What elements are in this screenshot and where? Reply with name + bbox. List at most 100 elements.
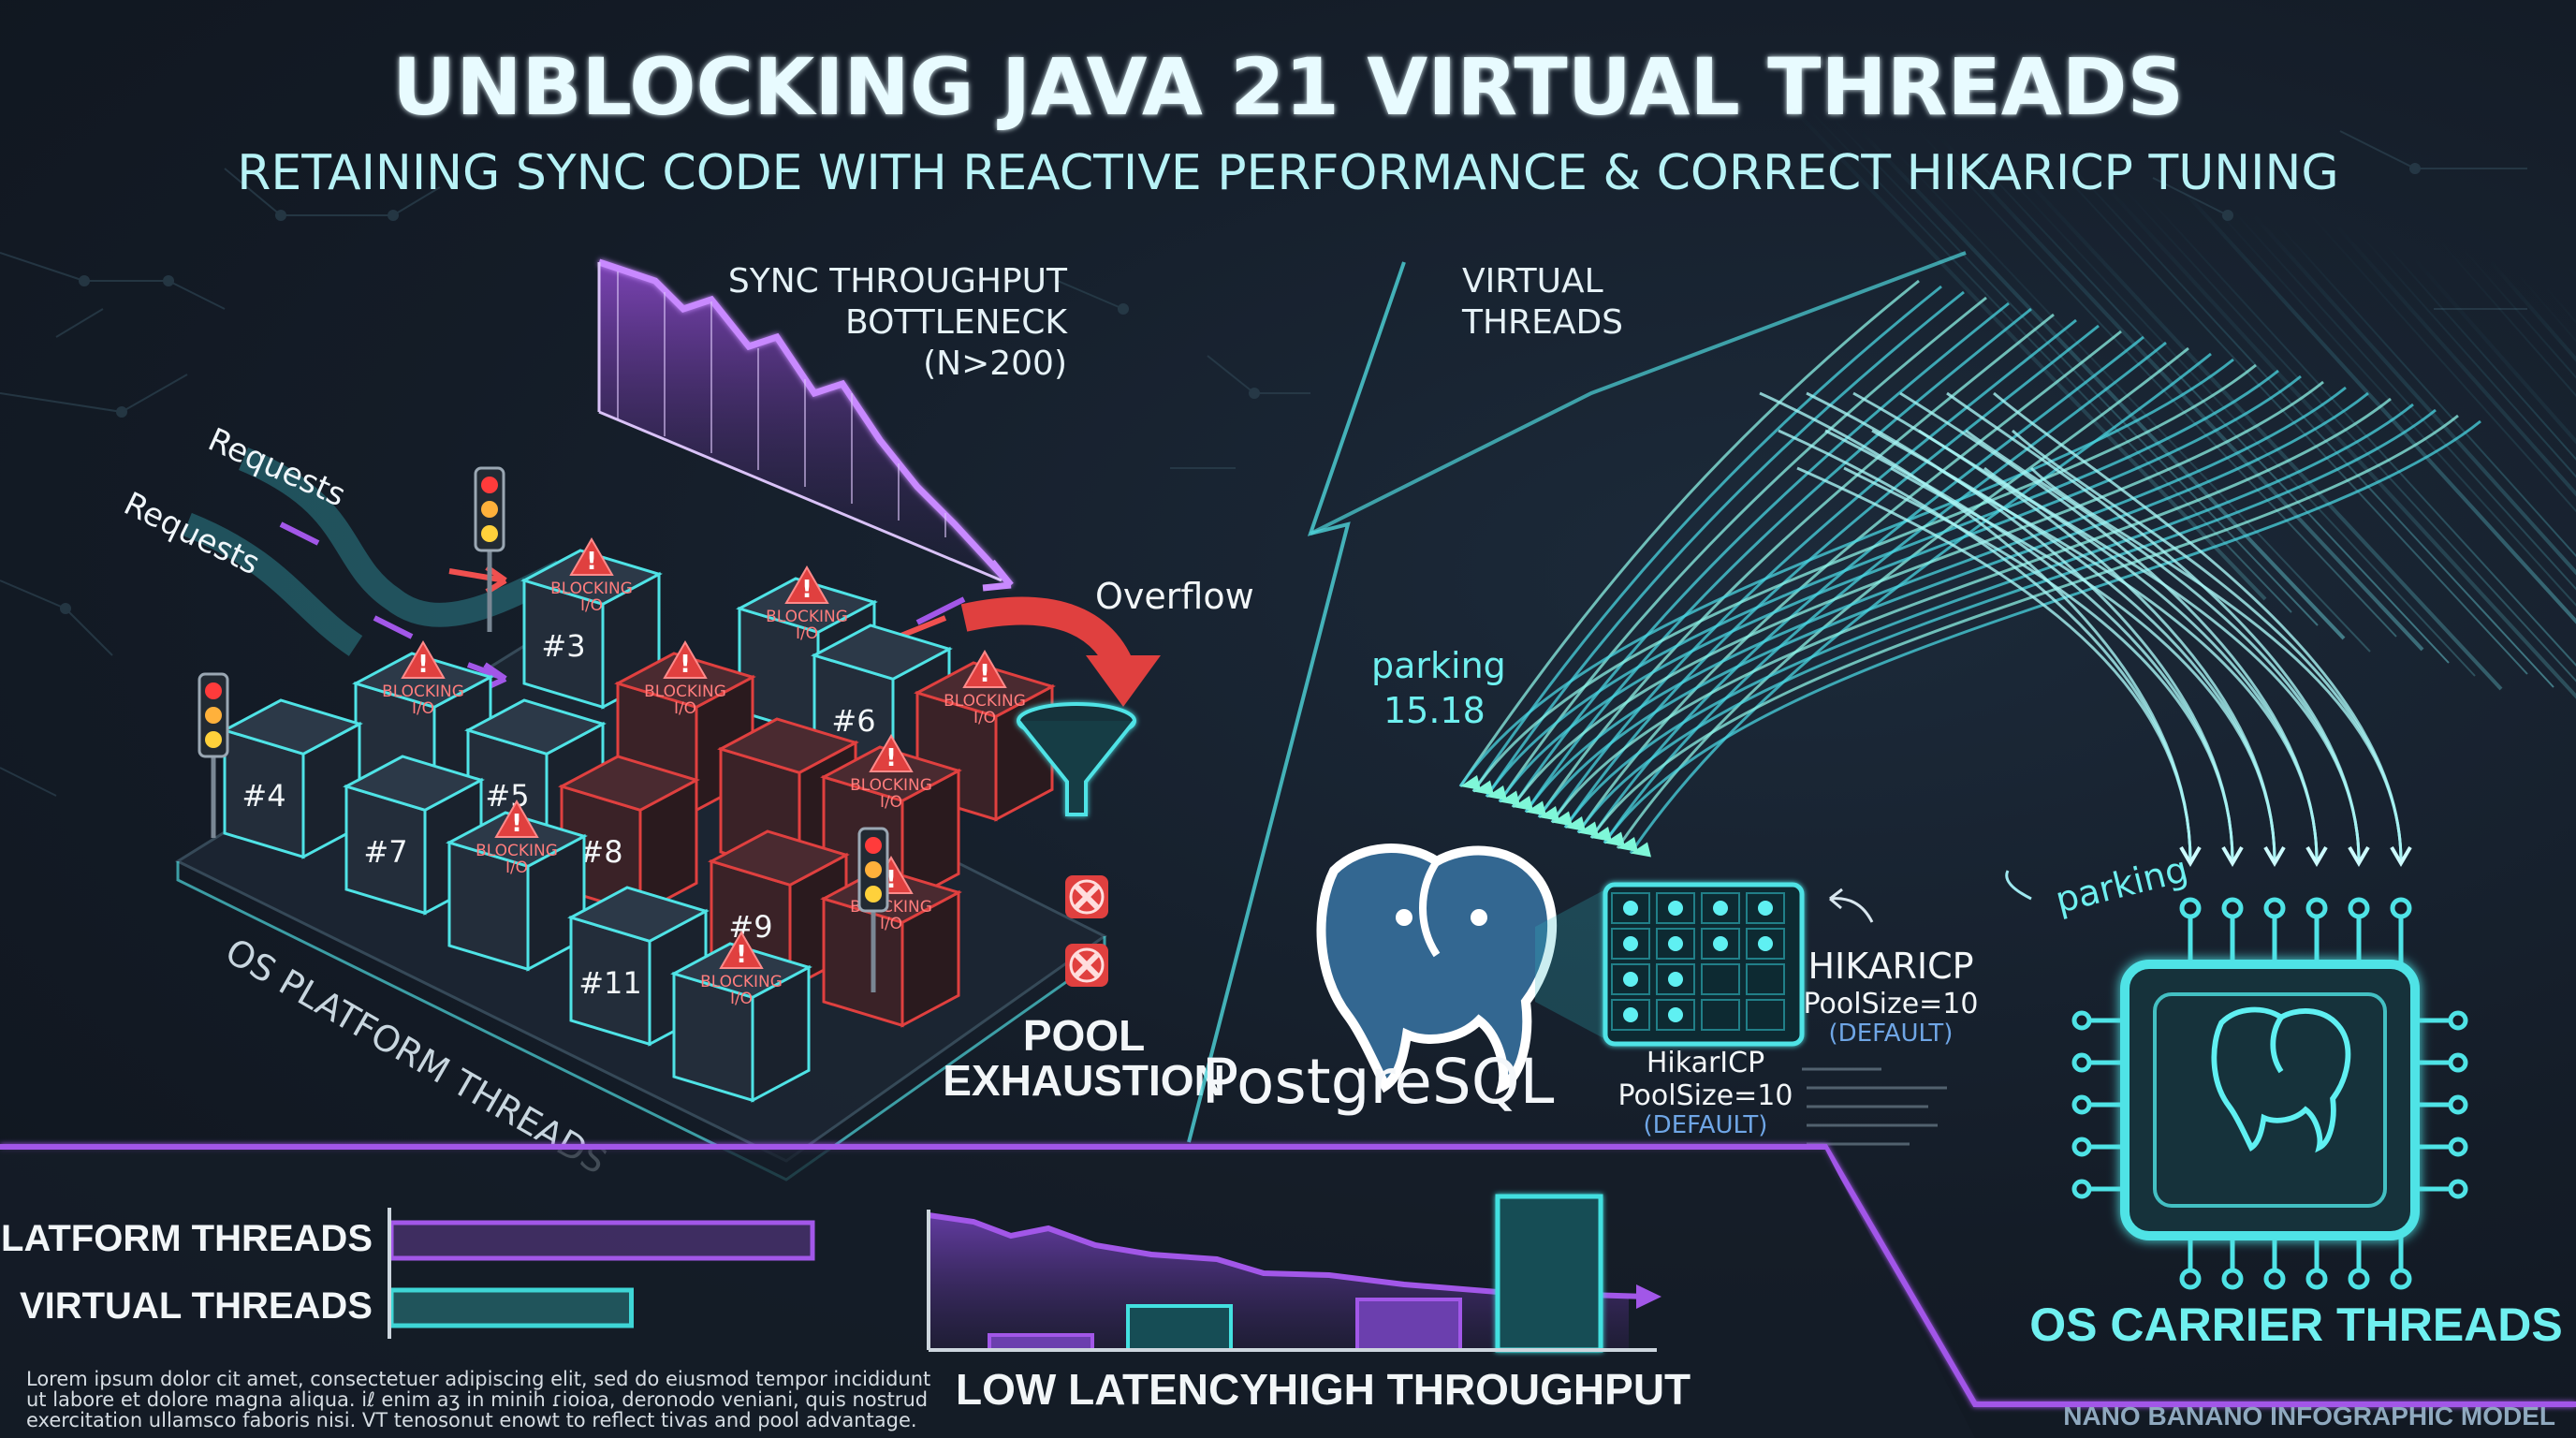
blocking-io-label: I/O	[796, 624, 818, 643]
blocking-io-label: BLOCKING	[476, 842, 558, 860]
svg-text:!: !	[586, 548, 597, 576]
comparison-bar	[388, 1220, 815, 1261]
lorem-line-2: ut labore et dolore magna aliqua. iℓ eni…	[26, 1388, 928, 1411]
latency-throughput-chart	[927, 1194, 1661, 1353]
svg-text:!: !	[417, 651, 429, 679]
low-latency-label: LOW LATENCY	[956, 1365, 1268, 1414]
blocking-io-label: I/O	[412, 699, 434, 718]
svg-text:!: !	[680, 651, 691, 679]
sync-throughput-chart	[597, 258, 1014, 592]
blocking-io-label: I/O	[730, 990, 753, 1008]
traffic-light-icon	[474, 466, 505, 632]
sync-bottleneck-label-1: SYNC THROUGHPUT	[728, 262, 1068, 301]
footer-model-label: NANO BANANO INFOGRAPHIC MODEL	[2063, 1401, 2555, 1431]
traffic-lights	[198, 466, 889, 992]
hikaricp-right-default: (DEFAULT)	[1829, 1020, 1954, 1048]
lorem-line-3: exercitation ullamsco faboris nisi. VT t…	[26, 1409, 917, 1431]
thread-comparison-bars: PLATFORM THREADS VIRTUAL THREADS	[0, 1208, 815, 1339]
error-x-icon	[1065, 944, 1108, 987]
blocking-io-label: I/O	[674, 699, 696, 718]
hikaricp-right-label: HIKARICP	[1808, 946, 1973, 987]
blocking-io-label: BLOCKING	[700, 973, 783, 991]
warning-icon: !	[784, 565, 829, 604]
lorem-line-1: Lorem ipsum dolor cit amet, consectetuer…	[26, 1368, 930, 1390]
warning-icon: !	[569, 537, 614, 576]
thread-id-label: #7	[363, 834, 407, 870]
overflow-arrow	[960, 596, 1161, 707]
bottom-panel-border	[0, 1144, 2576, 1407]
thread-id-label: #5	[485, 778, 529, 814]
blocking-io-label: BLOCKING	[550, 580, 633, 598]
warning-icon: !	[663, 640, 708, 679]
postgresql-label: PostgreSQL	[1202, 1046, 1555, 1118]
bar-label: VIRTUAL THREADS	[20, 1285, 373, 1327]
svg-text:!: !	[736, 941, 747, 969]
warning-icon: !	[962, 650, 1007, 688]
panel-divider	[1187, 261, 1406, 1143]
traffic-light-icon	[857, 827, 889, 992]
warning-icon: !	[869, 734, 914, 772]
request-stream	[183, 448, 966, 692]
comparison-bar	[388, 1287, 634, 1328]
hikaricp-left-default: (DEFAULT)	[1644, 1111, 1768, 1139]
warning-icon: !	[719, 931, 764, 969]
blocking-io-label: BLOCKING	[766, 608, 848, 626]
high-throughput-label: HIGH THROUGHPUT	[1267, 1365, 1690, 1414]
thread-cube: #4	[221, 698, 363, 859]
connection-pool-grid	[1535, 882, 1805, 1047]
warning-icon: !	[494, 800, 539, 838]
blocking-io-label: BLOCKING	[850, 776, 932, 795]
blocking-io-label: BLOCKING	[382, 682, 464, 701]
hikaricp-left-poolsize: PoolSize=10	[1618, 1079, 1793, 1112]
sync-bottleneck-label-2: BOTTLENECK	[845, 303, 1068, 342]
virtual-thread-curves	[1458, 279, 2481, 867]
pool-exhaustion-label-1: POOL	[1023, 1011, 1145, 1060]
thread-id-label: #6	[831, 703, 875, 739]
hikaricp-left-label: HikarICP	[1647, 1047, 1764, 1079]
sync-bottleneck-label-3: (N>200)	[923, 345, 1067, 383]
svg-text:!: !	[511, 810, 522, 838]
os-carrier-threads-label: OS CARRIER THREADS	[2029, 1299, 2562, 1351]
blocking-io-label: I/O	[505, 858, 528, 877]
hikaricp-right-poolsize: PoolSize=10	[1804, 988, 1979, 1020]
overflow-label: Overflow	[1095, 576, 1254, 617]
svg-text:!: !	[886, 744, 897, 772]
thread-id-label: #8	[578, 834, 622, 870]
bar-label: PLATFORM THREADS	[0, 1218, 373, 1259]
thread-id-label: #3	[541, 628, 585, 664]
blocking-io-label: BLOCKING	[644, 682, 726, 701]
parking-label-2: parking	[2052, 848, 2192, 920]
error-x-icon	[1065, 875, 1108, 918]
panel-divider-top	[1310, 251, 1967, 536]
thread-id-label: #11	[578, 965, 642, 1001]
postgres-elephant-icon	[1316, 844, 1558, 1095]
blocking-io-label: BLOCKING	[944, 692, 1026, 711]
traffic-light-icon	[198, 672, 229, 838]
requests-label-2: Requests	[118, 485, 266, 582]
blocking-io-label: I/O	[580, 596, 603, 615]
parking-value: 15.18	[1383, 690, 1486, 731]
svg-text:!: !	[979, 660, 990, 688]
requests-label-1: Requests	[202, 421, 351, 515]
virtual-threads-label-2: THREADS	[1461, 303, 1623, 342]
code-snippet-decoration	[1802, 1067, 1947, 1146]
warning-icon: !	[401, 640, 446, 679]
parking-label-1: parking	[1371, 645, 1506, 686]
pool-exhaustion-label-2: EXHAUSTION	[943, 1056, 1225, 1105]
thread-id-label: #4	[242, 778, 285, 814]
blocking-io-label: I/O	[973, 709, 996, 727]
blocking-io-label: I/O	[880, 915, 902, 933]
svg-text:!: !	[801, 576, 812, 604]
blocking-io-label: I/O	[880, 793, 902, 812]
page-title: UNBLOCKING JAVA 21 VIRTUAL THREADS	[392, 41, 2184, 133]
virtual-threads-label-1: VIRTUAL	[1462, 262, 1603, 301]
cpu-chip-icon	[2071, 897, 2468, 1290]
funnel-icon	[1017, 702, 1136, 816]
svg-text:!: !	[886, 866, 897, 894]
thread-id-label: #9	[728, 909, 772, 945]
